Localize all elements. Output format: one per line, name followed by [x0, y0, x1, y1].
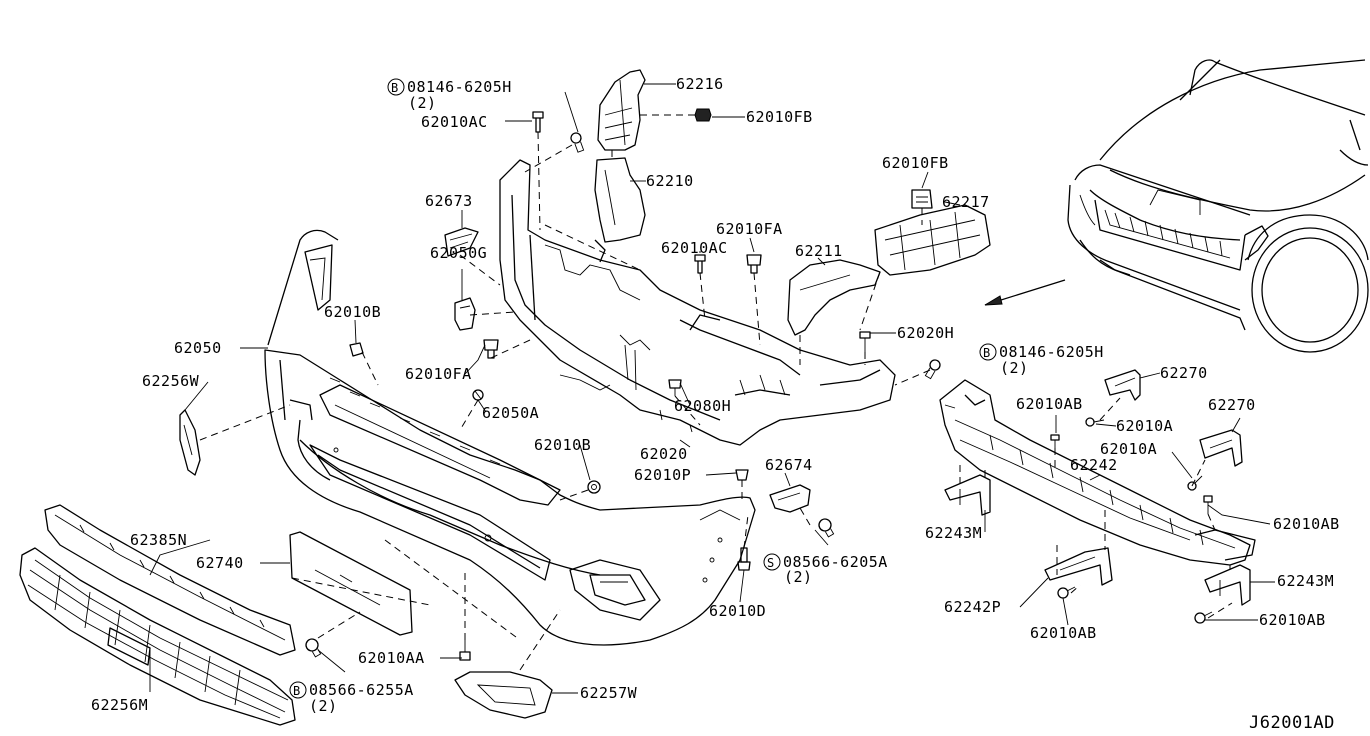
- diagram-code: J62001AD: [1249, 713, 1335, 733]
- label-62010FB-top: 62010FB: [746, 108, 813, 126]
- vehicle-illustration: [984, 59, 1369, 353]
- label-08146-right-qty: (2): [1000, 359, 1029, 377]
- label-62256M: 62256M: [91, 696, 148, 714]
- plate-62740: [289, 531, 413, 636]
- label-62050A: 62050A: [482, 404, 539, 422]
- label-62080H: 62080H: [674, 397, 731, 415]
- label-62020H: 62020H: [897, 324, 954, 342]
- label-62010A-top: 62010A: [1116, 417, 1173, 435]
- label-62242: 62242: [1070, 456, 1118, 474]
- label-62010P: 62010P: [634, 466, 691, 484]
- bracket-62243M-left: [944, 474, 991, 516]
- leader-lines: [149, 83, 1275, 694]
- label-62010AA: 62010AA: [358, 649, 425, 667]
- label-62243M-left: 62243M: [925, 524, 982, 542]
- bracket-62674: [769, 484, 811, 513]
- grille-62256M: [19, 547, 296, 726]
- bolt-mark-right-letter: B: [983, 346, 991, 360]
- label-08566-a: 08566-6205A: [783, 553, 888, 571]
- part-labels: 08146-6205H (2) 62010AC 62216 62010FB 62…: [91, 75, 1340, 733]
- label-62270-top: 62270: [1160, 364, 1208, 382]
- reinforcement-62242: [939, 379, 1256, 566]
- bracket-62256W: [179, 409, 201, 476]
- bracket-62242P: [1044, 547, 1113, 586]
- bolt-mark-top: [387, 78, 405, 96]
- assembly-lines: [199, 114, 1233, 671]
- label-62010FA-left: 62010FA: [405, 365, 472, 383]
- label-62385N: 62385N: [130, 531, 187, 549]
- circle-marks: B B S B: [289, 78, 997, 699]
- label-62010A-mid: 62010A: [1100, 440, 1157, 458]
- label-62050G: 62050G: [430, 244, 487, 262]
- label-62010AB-top: 62010AB: [1016, 395, 1083, 413]
- label-62211: 62211: [795, 242, 843, 260]
- label-08566-b-qty: (2): [309, 697, 338, 715]
- label-62673: 62673: [425, 192, 473, 210]
- air-guide-62211: [787, 259, 881, 336]
- label-62210: 62210: [646, 172, 694, 190]
- label-62256W: 62256W: [142, 372, 200, 390]
- moulding-62385N: [44, 504, 296, 656]
- label-62674: 62674: [765, 456, 813, 474]
- label-08146-top: 08146-6205H: [407, 78, 512, 96]
- bracket-62673: [444, 227, 479, 257]
- label-62010AB-br: 62010AB: [1259, 611, 1326, 629]
- label-62010B-top: 62010B: [324, 303, 381, 321]
- bolt-mark-bottom: [289, 681, 307, 699]
- label-62010AB-right: 62010AB: [1273, 515, 1340, 533]
- label-62740: 62740: [196, 554, 244, 572]
- label-62010FB-right: 62010FB: [882, 154, 949, 172]
- label-62010AC-mid: 62010AC: [661, 239, 728, 257]
- bracket-62217: [874, 189, 991, 276]
- label-62010FA-right: 62010FA: [716, 220, 783, 238]
- label-62242P: 62242P: [944, 598, 1001, 616]
- label-62243M-right: 62243M: [1277, 572, 1334, 590]
- label-62020: 62020: [640, 445, 688, 463]
- label-62217: 62217: [942, 193, 990, 211]
- bracket-62243M-right: [1204, 564, 1251, 606]
- label-08146-right: 08146-6205H: [999, 343, 1104, 361]
- label-62010AB-bottom: 62010AB: [1030, 624, 1097, 642]
- cover-62257W: [454, 671, 553, 719]
- label-62216: 62216: [676, 75, 724, 93]
- bracket-62270-mid: [1199, 429, 1243, 467]
- screw-mark-letter: S: [767, 556, 775, 570]
- clip-62050G: [454, 297, 476, 331]
- bolt-mark-top-letter: B: [391, 81, 399, 95]
- label-08566-a-qty: (2): [784, 568, 813, 586]
- label-08566-b: 08566-6255A: [309, 681, 414, 699]
- upper-retainer: [499, 159, 896, 446]
- label-62050: 62050: [174, 339, 222, 357]
- label-62010B-mid: 62010B: [534, 436, 591, 454]
- shield-62210: [594, 157, 646, 243]
- bracket-62270-top: [1104, 369, 1141, 401]
- bumper-fascia: [264, 229, 756, 646]
- label-62270-mid: 62270: [1208, 396, 1256, 414]
- label-08146-top-qty: (2): [408, 94, 437, 112]
- bolt-mark-bottom-letter: B: [293, 684, 301, 698]
- screw-mark: [763, 553, 781, 571]
- bracket-62216: [597, 69, 646, 151]
- label-62010AC-top: 62010AC: [421, 113, 488, 131]
- label-62010D: 62010D: [709, 602, 766, 620]
- bolt-mark-right: [979, 343, 997, 361]
- label-62257W: 62257W: [580, 684, 638, 702]
